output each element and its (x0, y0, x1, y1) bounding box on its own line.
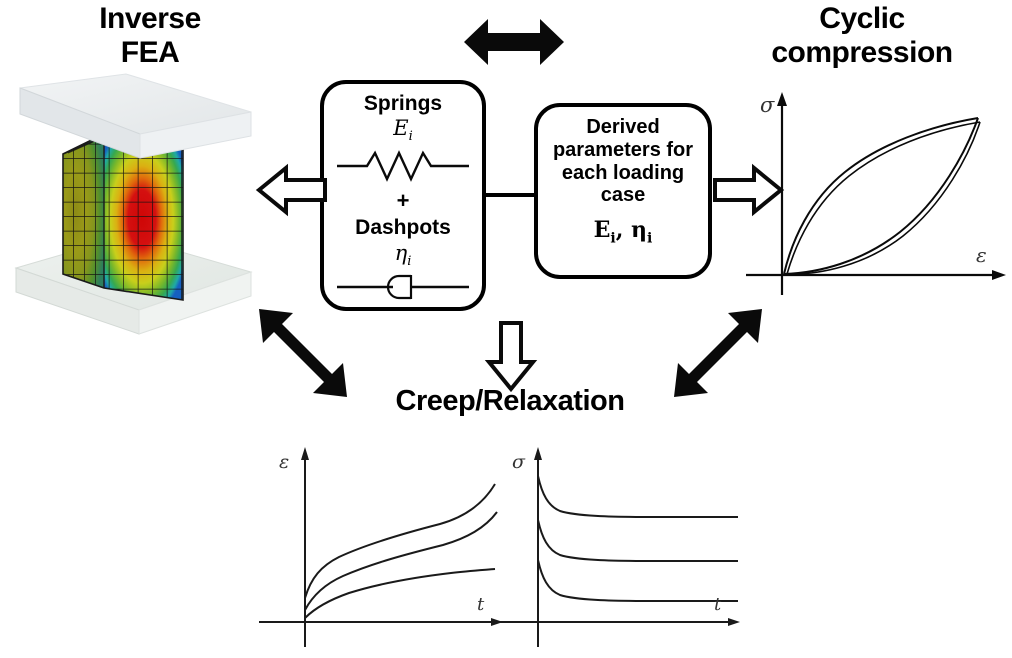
springs-dashpots-box: Springs Ei + Dashpots ηi (320, 80, 486, 311)
hollow-down-arrow-icon (483, 320, 539, 393)
cyclic-compression-title: Cyclic compression (712, 2, 1012, 69)
creep-relaxation-title: Creep/Relaxation (395, 385, 625, 417)
inverse-fea-title: Inverse FEA (0, 2, 300, 69)
spring-modulus-symbol: Ei (393, 116, 413, 145)
derived-parameters-box: Derived parameters for each loading case… (534, 103, 712, 279)
inverse-fea-title-line1: Inverse (99, 2, 201, 35)
derived-parameters-text: Derived parameters for each loading case (538, 116, 708, 207)
springs-label: Springs (363, 92, 443, 115)
double-headed-horizontal-arrow (462, 14, 566, 70)
hollow-left-arrow-icon (255, 162, 328, 218)
relaxation-chart: σ t (500, 432, 765, 658)
hollow-right-arrow-icon (712, 162, 785, 218)
creep-x-axis-label: t (477, 594, 485, 615)
fea-cube (62, 129, 184, 301)
inverse-fea-title-line2: FEA (120, 35, 180, 69)
top-platen (19, 73, 252, 159)
dashpot-viscosity-symbol: ηi (394, 241, 412, 270)
plus-label: + (396, 188, 410, 214)
derived-parameters-symbols: Ei, ηi (593, 217, 653, 247)
fea-simulation-image (8, 72, 258, 335)
derived-line-3: each loading (561, 161, 685, 184)
creep-y-axis-label: ε (279, 451, 289, 473)
double-headed-diagonal-arrow-ne-sw (668, 303, 768, 403)
spring-symbol-icon (324, 146, 482, 186)
double-headed-diagonal-arrow-nw-se (253, 303, 353, 403)
dashpots-label: Dashpots (355, 216, 451, 240)
cyclic-y-axis-label: σ (760, 93, 775, 117)
creep-chart: ε t (255, 432, 520, 658)
dashpot-symbol-icon (324, 272, 482, 302)
cyclic-title-line1: Cyclic (819, 2, 905, 35)
cyclic-title-line2: compression (771, 35, 953, 69)
derived-line-4: case (600, 184, 646, 207)
derived-line-2: parameters for (552, 138, 694, 161)
box-connector-line (486, 193, 536, 197)
derived-line-1: Derived (586, 116, 660, 138)
cyclic-compression-chart: σ ε (740, 80, 1010, 305)
cyclic-x-axis-label: ε (976, 243, 987, 267)
relaxation-y-axis-label: σ (512, 451, 526, 473)
relaxation-x-axis-label: t (714, 594, 722, 615)
